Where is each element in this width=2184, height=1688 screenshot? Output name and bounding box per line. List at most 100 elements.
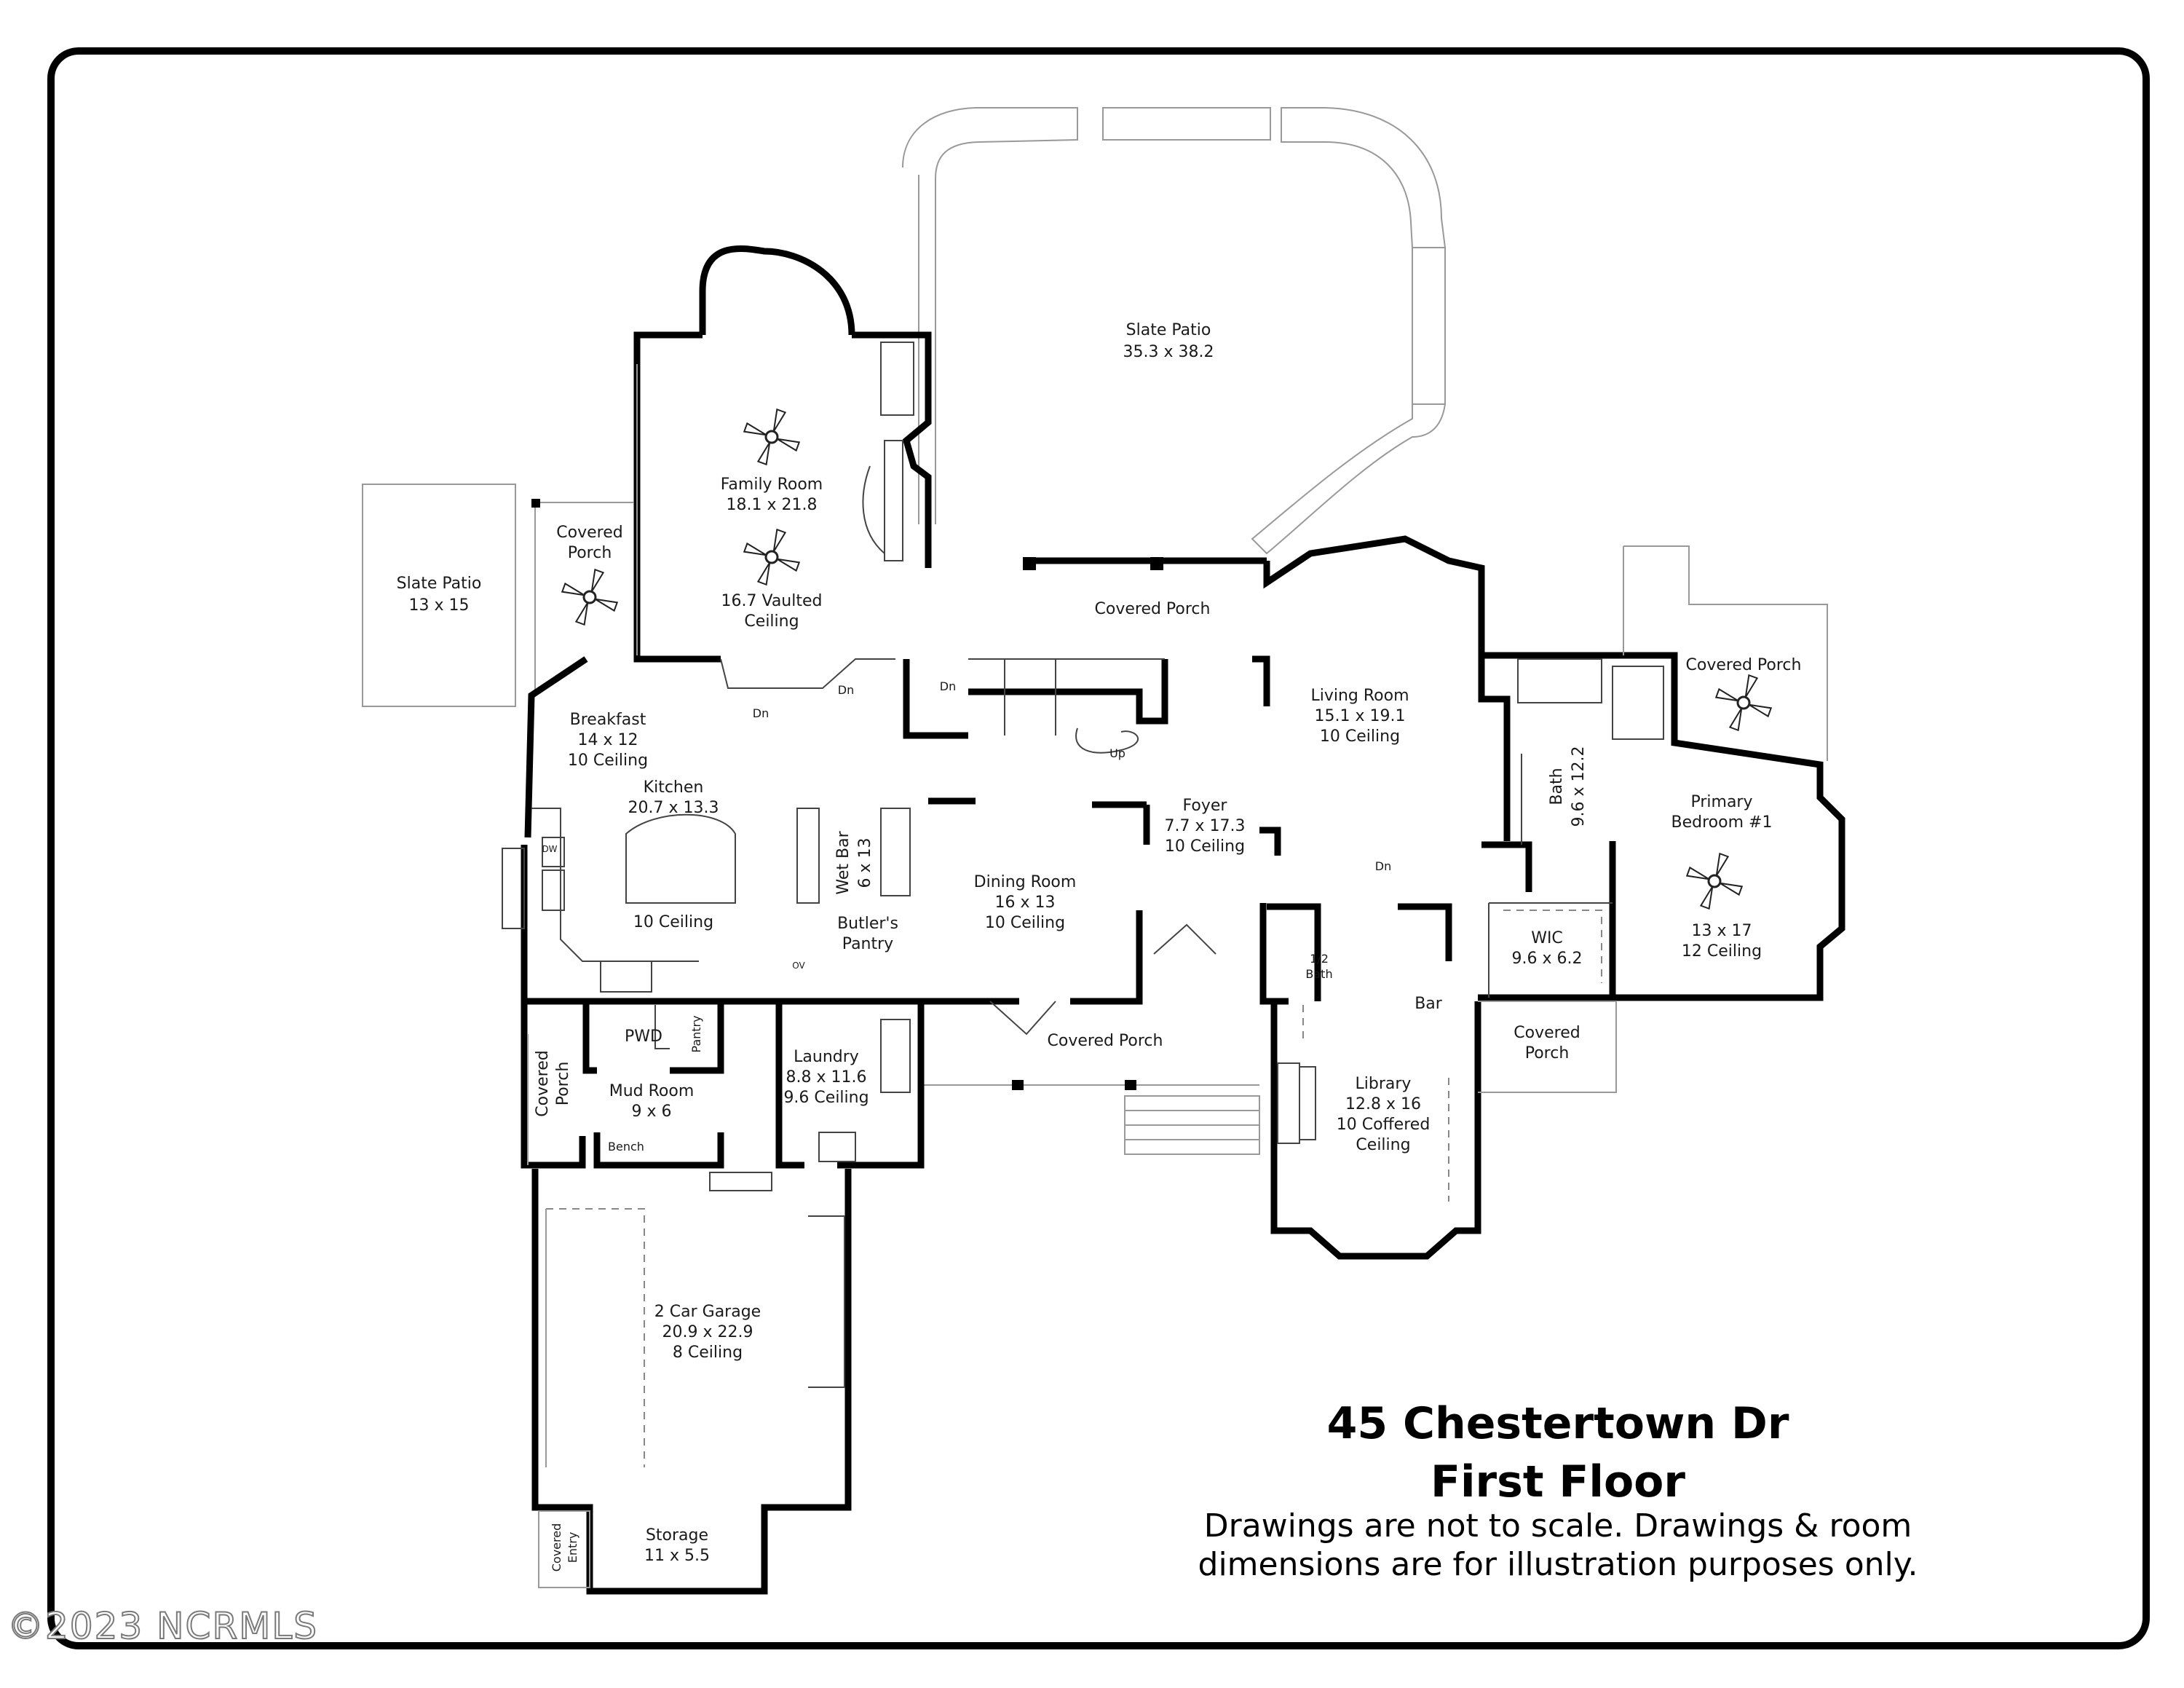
mud-room-size: 9 x 6 bbox=[632, 1103, 672, 1121]
family-room-name: Family Room bbox=[721, 476, 823, 494]
garage-ceiling: 8 Ceiling bbox=[673, 1344, 743, 1362]
foyer-ceiling: 10 Ceiling bbox=[1165, 837, 1245, 856]
ceiling-fan-icon bbox=[561, 568, 619, 626]
half-bath-line2: Bath bbox=[1305, 967, 1332, 981]
primary-bedroom-line1: Primary bbox=[1690, 793, 1752, 811]
copyright-watermark: ©2023 NCRMLS bbox=[7, 1605, 318, 1647]
butlers-pantry-line2: Pantry bbox=[842, 935, 893, 953]
dishwasher-label: DW bbox=[542, 844, 557, 854]
bath-size: 9.6 x 12.2 bbox=[1570, 746, 1588, 827]
covered-porch-library-outline bbox=[1478, 1001, 1617, 1093]
bath-name: Bath bbox=[1548, 768, 1566, 805]
covered-porch-right-name: Covered Porch bbox=[1686, 656, 1802, 674]
center-walls bbox=[903, 535, 1485, 1036]
ceiling-fan-icon bbox=[1685, 852, 1744, 910]
covered-porch-mud-line2: Porch bbox=[554, 1062, 572, 1106]
stair-down-label: Dn bbox=[838, 683, 854, 697]
breakfast-size: 14 x 12 bbox=[578, 731, 638, 749]
garage-size: 20.9 x 22.9 bbox=[662, 1323, 753, 1341]
butlers-pantry-line1: Butler's bbox=[837, 915, 898, 933]
bench-name: Bench bbox=[608, 1140, 644, 1153]
page-border bbox=[47, 47, 2150, 1649]
ceiling-fan-icon bbox=[743, 408, 801, 466]
family-room-ceiling-2: Ceiling bbox=[744, 612, 799, 631]
wic-size: 9.6 x 6.2 bbox=[1512, 950, 1583, 968]
library-name: Library bbox=[1356, 1075, 1412, 1093]
covered-porch-front-name: Covered Porch bbox=[1048, 1032, 1163, 1050]
covered-porch-library-line2: Porch bbox=[1525, 1044, 1570, 1062]
half-bath-line1: 1/2 bbox=[1310, 952, 1329, 966]
disclaimer-line-1: Drawings are not to scale. Drawings & ro… bbox=[1204, 1507, 1912, 1545]
slate-patio-small-outline bbox=[362, 484, 516, 707]
laundry-name: Laundry bbox=[794, 1048, 859, 1066]
living-room-ceiling: 10 Ceiling bbox=[1320, 727, 1400, 746]
covered-porch-mud-line1: Covered bbox=[534, 1050, 552, 1116]
covered-entry-line2: Entry bbox=[566, 1532, 579, 1563]
library-walls bbox=[1267, 903, 1481, 1260]
family-room-ceiling: 16.7 Vaulted bbox=[721, 592, 823, 610]
foyer-name: Foyer bbox=[1183, 797, 1228, 815]
covered-porch-right-outline bbox=[1623, 545, 1828, 761]
storage-size: 11 x 5.5 bbox=[644, 1547, 710, 1565]
pwd-name: PWD bbox=[625, 1028, 662, 1046]
kitchen-size: 20.7 x 13.3 bbox=[628, 799, 719, 817]
garage-name: 2 Car Garage bbox=[654, 1303, 761, 1321]
front-porch-outline bbox=[921, 1080, 1260, 1155]
family-room-walls bbox=[633, 245, 932, 689]
floor-title: First Floor bbox=[1431, 1456, 1685, 1507]
address-title: 45 Chestertown Dr bbox=[1327, 1398, 1789, 1449]
ceiling-fan-icon bbox=[1714, 674, 1773, 732]
storage-name: Storage bbox=[646, 1526, 708, 1545]
covered-entry-line1: Covered bbox=[550, 1523, 563, 1572]
wic-name: WIC bbox=[1531, 929, 1563, 947]
slate-patio-name: Slate Patio bbox=[1126, 321, 1211, 339]
breakfast-ceiling: 10 Ceiling bbox=[568, 752, 648, 770]
breakfast-name: Breakfast bbox=[570, 711, 646, 729]
library-size: 12.8 x 16 bbox=[1345, 1095, 1421, 1113]
ceiling-fan-icon bbox=[743, 528, 801, 586]
room-labels: Slate Patio 35.3 x 38.2 Slate Patio 13 x… bbox=[397, 321, 1802, 1571]
slate-patio-small-name: Slate Patio bbox=[397, 575, 482, 593]
covered-porch-top-name: Covered Porch bbox=[1095, 600, 1211, 618]
wet-bar-name: Wet Bar bbox=[834, 830, 852, 894]
primary-bedroom-line2: Bedroom #1 bbox=[1671, 813, 1773, 832]
dining-room-size: 16 x 13 bbox=[995, 894, 1056, 912]
wet-bar-size: 6 x 13 bbox=[856, 838, 874, 888]
pantry-name: Pantry bbox=[689, 1015, 703, 1052]
stair-annotations: Dn Dn Dn Up Dn DW OV bbox=[542, 679, 1391, 971]
covered-porch-library-line1: Covered bbox=[1514, 1024, 1580, 1042]
stair-down-label: Dn bbox=[1375, 859, 1391, 873]
slate-patio-size: 35.3 x 38.2 bbox=[1123, 343, 1214, 361]
slate-patio-large-outline bbox=[902, 107, 1447, 555]
disclaimer-line-2: dimensions are for illustration purposes… bbox=[1198, 1546, 1918, 1583]
dining-room-ceiling: 10 Ceiling bbox=[985, 914, 1065, 932]
living-room-name: Living Room bbox=[1310, 687, 1409, 705]
covered-porch-left-line1: Covered bbox=[556, 524, 622, 542]
laundry-ceiling: 9.6 Ceiling bbox=[783, 1089, 869, 1107]
primary-bedroom-size: 13 x 17 bbox=[1692, 922, 1752, 940]
library-ceiling-2: Ceiling bbox=[1356, 1136, 1410, 1154]
mud-room-name: Mud Room bbox=[609, 1082, 695, 1100]
bar-name: Bar bbox=[1415, 995, 1443, 1013]
oven-label: OV bbox=[792, 961, 805, 971]
service-walls bbox=[521, 1001, 925, 1169]
living-room-size: 15.1 x 19.1 bbox=[1315, 707, 1406, 725]
east-walls bbox=[1478, 652, 1845, 1001]
dining-room-name: Dining Room bbox=[974, 873, 1077, 891]
primary-bedroom-ceiling: 12 Ceiling bbox=[1682, 942, 1762, 961]
kitchen-name: Kitchen bbox=[644, 778, 704, 797]
title-block: 45 Chestertown Dr First Floor Drawings a… bbox=[1198, 1398, 1918, 1583]
slate-patio-small-size: 13 x 15 bbox=[409, 596, 470, 615]
covered-porch-left-outline bbox=[531, 499, 633, 695]
garage-walls bbox=[531, 1169, 852, 1595]
stair-down-label: Dn bbox=[753, 706, 769, 720]
laundry-size: 8.8 x 11.6 bbox=[786, 1068, 867, 1086]
stair-down-label: Dn bbox=[940, 679, 956, 693]
foyer-size: 7.7 x 17.3 bbox=[1165, 817, 1246, 835]
kitchen-ceiling: 10 Ceiling bbox=[633, 913, 713, 931]
covered-porch-left-line2: Porch bbox=[568, 544, 612, 562]
library-ceiling: 10 Coffered bbox=[1337, 1116, 1431, 1134]
family-room-size: 18.1 x 21.8 bbox=[727, 496, 818, 514]
stair-up-label: Up bbox=[1109, 746, 1125, 760]
